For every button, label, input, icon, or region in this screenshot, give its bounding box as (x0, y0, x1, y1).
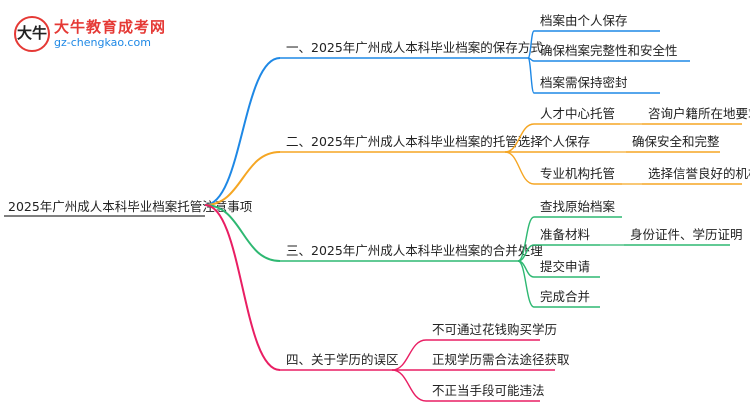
child-node-label: 个人保存 (540, 134, 590, 149)
branch-connector (204, 204, 281, 371)
detail-node-label: 身份证件、学历证明 (630, 227, 743, 242)
child-node-label: 档案需保持密封 (540, 75, 628, 90)
logo-site-name: 大牛教育成考网 (54, 18, 167, 36)
child-node-label: 查找原始档案 (540, 199, 616, 214)
child-node-label: 确保档案完整性和安全性 (540, 43, 678, 58)
child-connector (527, 57, 535, 94)
child-node-label: 不正当手段可能违法 (432, 383, 545, 398)
child-connector (527, 30, 535, 59)
child-node-label: 准备材料 (540, 227, 591, 242)
detail-node-label: 咨询户籍所在地要求 (648, 106, 750, 121)
branch-node-label: 三、2025年广州成人本科毕业档案的合并处理 (286, 243, 543, 258)
branch-connector (204, 57, 281, 206)
child-node-label: 档案由个人保存 (540, 13, 628, 28)
branch-connector (204, 151, 281, 206)
detail-node-label: 选择信誉良好的机构 (648, 166, 750, 181)
branch-node-label: 四、关于学历的误区 (286, 352, 399, 367)
child-connector (517, 260, 535, 308)
root-node-label: 2025年广州成人本科毕业档案托管注意事项 (8, 199, 252, 214)
child-connector (517, 216, 535, 262)
child-connector (391, 339, 427, 371)
child-node-label: 提交申请 (540, 259, 590, 274)
child-node-label: 不可通过花钱购买学历 (432, 322, 557, 337)
detail-node-label: 确保安全和完整 (632, 134, 720, 149)
child-connector (504, 151, 535, 185)
child-node-label: 正规学历需合法途径获取 (432, 352, 570, 367)
child-node-label: 人才中心托管 (540, 106, 615, 121)
child-node-label: 完成合并 (540, 289, 590, 304)
branch-node-label: 一、2025年广州成人本科毕业档案的保存方式 (286, 40, 543, 55)
child-connector (517, 244, 535, 262)
branch-node-label: 二、2025年广州成人本科毕业档案的托管选择 (286, 134, 543, 149)
child-connector (504, 123, 535, 153)
branch-connector (204, 204, 281, 262)
site-logo: 大牛 大牛教育成考网 gz-chengkao.com (14, 14, 184, 54)
child-node-label: 专业机构托管 (540, 166, 615, 181)
logo-url: gz-chengkao.com (54, 36, 151, 49)
child-connector (391, 369, 427, 402)
logo-badge-icon: 大牛 (14, 16, 50, 52)
